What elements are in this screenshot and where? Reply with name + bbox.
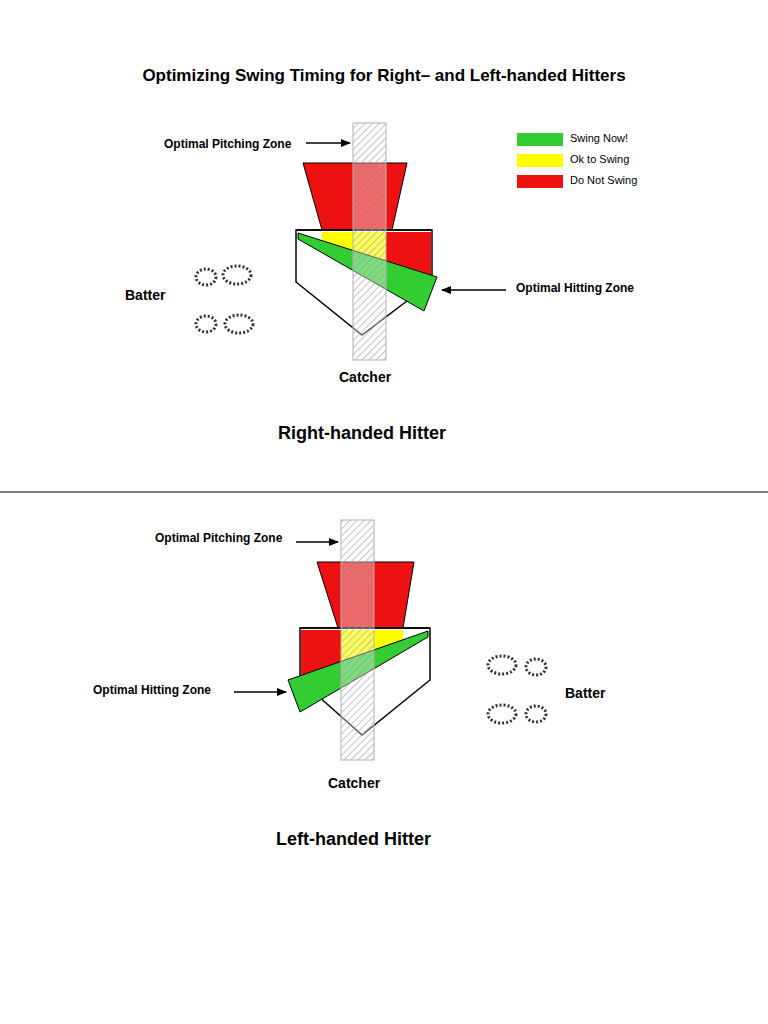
pitching-strip	[353, 123, 386, 360]
zone-label: Optimal Hitting Zone	[516, 281, 634, 295]
footprint	[488, 705, 516, 723]
catcher-label: Catcher	[328, 775, 380, 792]
legend-swatch	[517, 154, 563, 167]
left-handed-panel	[234, 520, 546, 760]
panel-caption: Left-handed Hitter	[276, 828, 431, 850]
pitching-strip	[341, 520, 374, 760]
legend-text: Do Not Swing	[570, 174, 637, 187]
divider	[0, 492, 768, 493]
footprint	[488, 656, 516, 674]
leader-arrow	[296, 541, 338, 543]
zone-label: Optimal Pitching Zone	[164, 137, 291, 151]
right-handed-panel	[196, 123, 506, 360]
footprint	[223, 266, 251, 284]
catcher-label: Catcher	[339, 369, 391, 386]
footprint	[196, 316, 216, 332]
title: Optimizing Swing Timing for Right– and L…	[0, 66, 768, 86]
legend-swatch	[517, 175, 563, 188]
zone-label: Optimal Pitching Zone	[155, 531, 282, 545]
zone-label: Optimal Hitting Zone	[93, 683, 211, 697]
footprints	[196, 266, 253, 333]
batter-label: Batter	[565, 685, 605, 702]
legend-text: Swing Now!	[570, 132, 628, 145]
footprints	[488, 656, 546, 723]
legend-text: Ok to Swing	[570, 153, 629, 166]
batter-label: Batter	[125, 287, 165, 304]
panel-caption: Right-handed Hitter	[278, 422, 446, 444]
leader-arrow	[442, 289, 506, 291]
legend-swatch	[517, 133, 563, 146]
footprint	[196, 269, 216, 285]
pitching-strip	[353, 123, 386, 360]
footprint	[526, 706, 546, 722]
leader-arrow	[306, 142, 350, 144]
pitching-strip	[341, 520, 374, 760]
footprint	[225, 315, 253, 333]
leader-arrow	[234, 691, 286, 693]
footprint	[526, 659, 546, 675]
